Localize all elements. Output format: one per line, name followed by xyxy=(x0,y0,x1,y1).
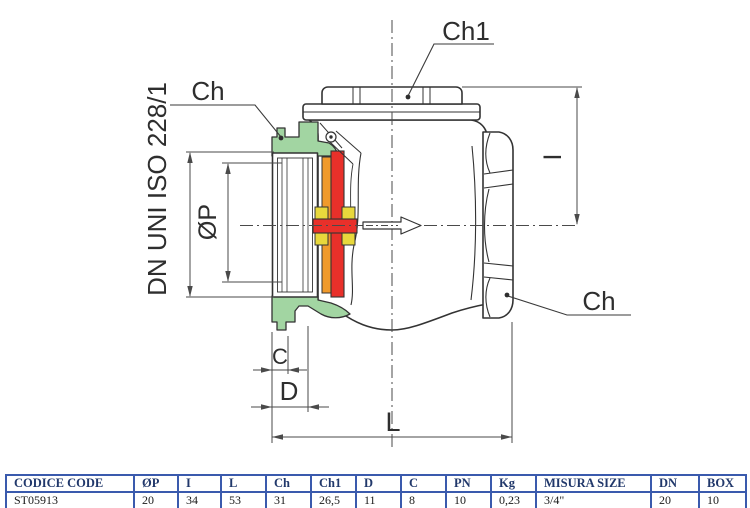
extension-lines xyxy=(271,322,513,443)
spec-cell: 8 xyxy=(400,491,447,508)
column-header: Ch1 xyxy=(310,474,357,493)
column-header: Ch xyxy=(265,474,312,493)
spec-cell: 20 xyxy=(650,491,700,508)
column-header: D xyxy=(355,474,402,493)
column-header: DN xyxy=(650,474,700,493)
spec-cell: 31 xyxy=(265,491,312,508)
flow-direction-arrow xyxy=(362,216,422,235)
dimension-c: C xyxy=(253,344,307,373)
ch-left-label: Ch xyxy=(191,76,224,106)
dimension-op: ØP xyxy=(194,162,282,283)
column-header: ØP xyxy=(133,474,179,493)
spec-cell: 10 xyxy=(698,491,747,508)
spec-cell: ST05913 xyxy=(5,491,135,508)
spec-cell: 26,5 xyxy=(310,491,357,508)
dim-i-label: I xyxy=(539,154,567,161)
valve-technical-drawing: DN UNI ISO 228/1 ØP I xyxy=(142,16,631,449)
dimension-l: L xyxy=(272,407,512,440)
dimension-dn-thread: DN UNI ISO 228/1 xyxy=(142,82,274,298)
dimension-d: D xyxy=(251,376,329,410)
ch-right-label: Ch xyxy=(582,286,615,316)
column-header: L xyxy=(220,474,267,493)
column-header: PN xyxy=(445,474,492,493)
column-header: MISURA SIZE xyxy=(535,474,652,493)
column-header: I xyxy=(177,474,222,493)
column-header: Kg xyxy=(490,474,537,493)
dim-op-label: ØP xyxy=(194,204,222,240)
spec-cell: 53 xyxy=(220,491,267,508)
ch1-label: Ch1 xyxy=(442,16,490,46)
column-header: C xyxy=(400,474,447,493)
leader-ch-right: Ch xyxy=(504,286,631,316)
column-header: BOX xyxy=(698,474,747,493)
spec-cell: 20 xyxy=(133,491,179,508)
leader-ch-left: Ch xyxy=(170,76,284,141)
spec-cell: 11 xyxy=(355,491,402,508)
thread-standard-label: DN UNI ISO 228/1 xyxy=(142,82,172,296)
leader-ch1: Ch1 xyxy=(405,16,494,100)
column-header: CODICE CODE xyxy=(5,474,135,493)
dim-c-label: C xyxy=(272,344,288,369)
union-nut-bottom xyxy=(271,295,351,331)
spec-cell: 0,23 xyxy=(490,491,537,508)
spec-cell: 10 xyxy=(445,491,492,508)
spec-cell: 3/4" xyxy=(535,491,652,508)
dimension-i: I xyxy=(462,86,582,225)
spec-cell: 34 xyxy=(177,491,222,508)
dim-l-label: L xyxy=(385,407,400,437)
dim-d-label: D xyxy=(280,376,299,406)
